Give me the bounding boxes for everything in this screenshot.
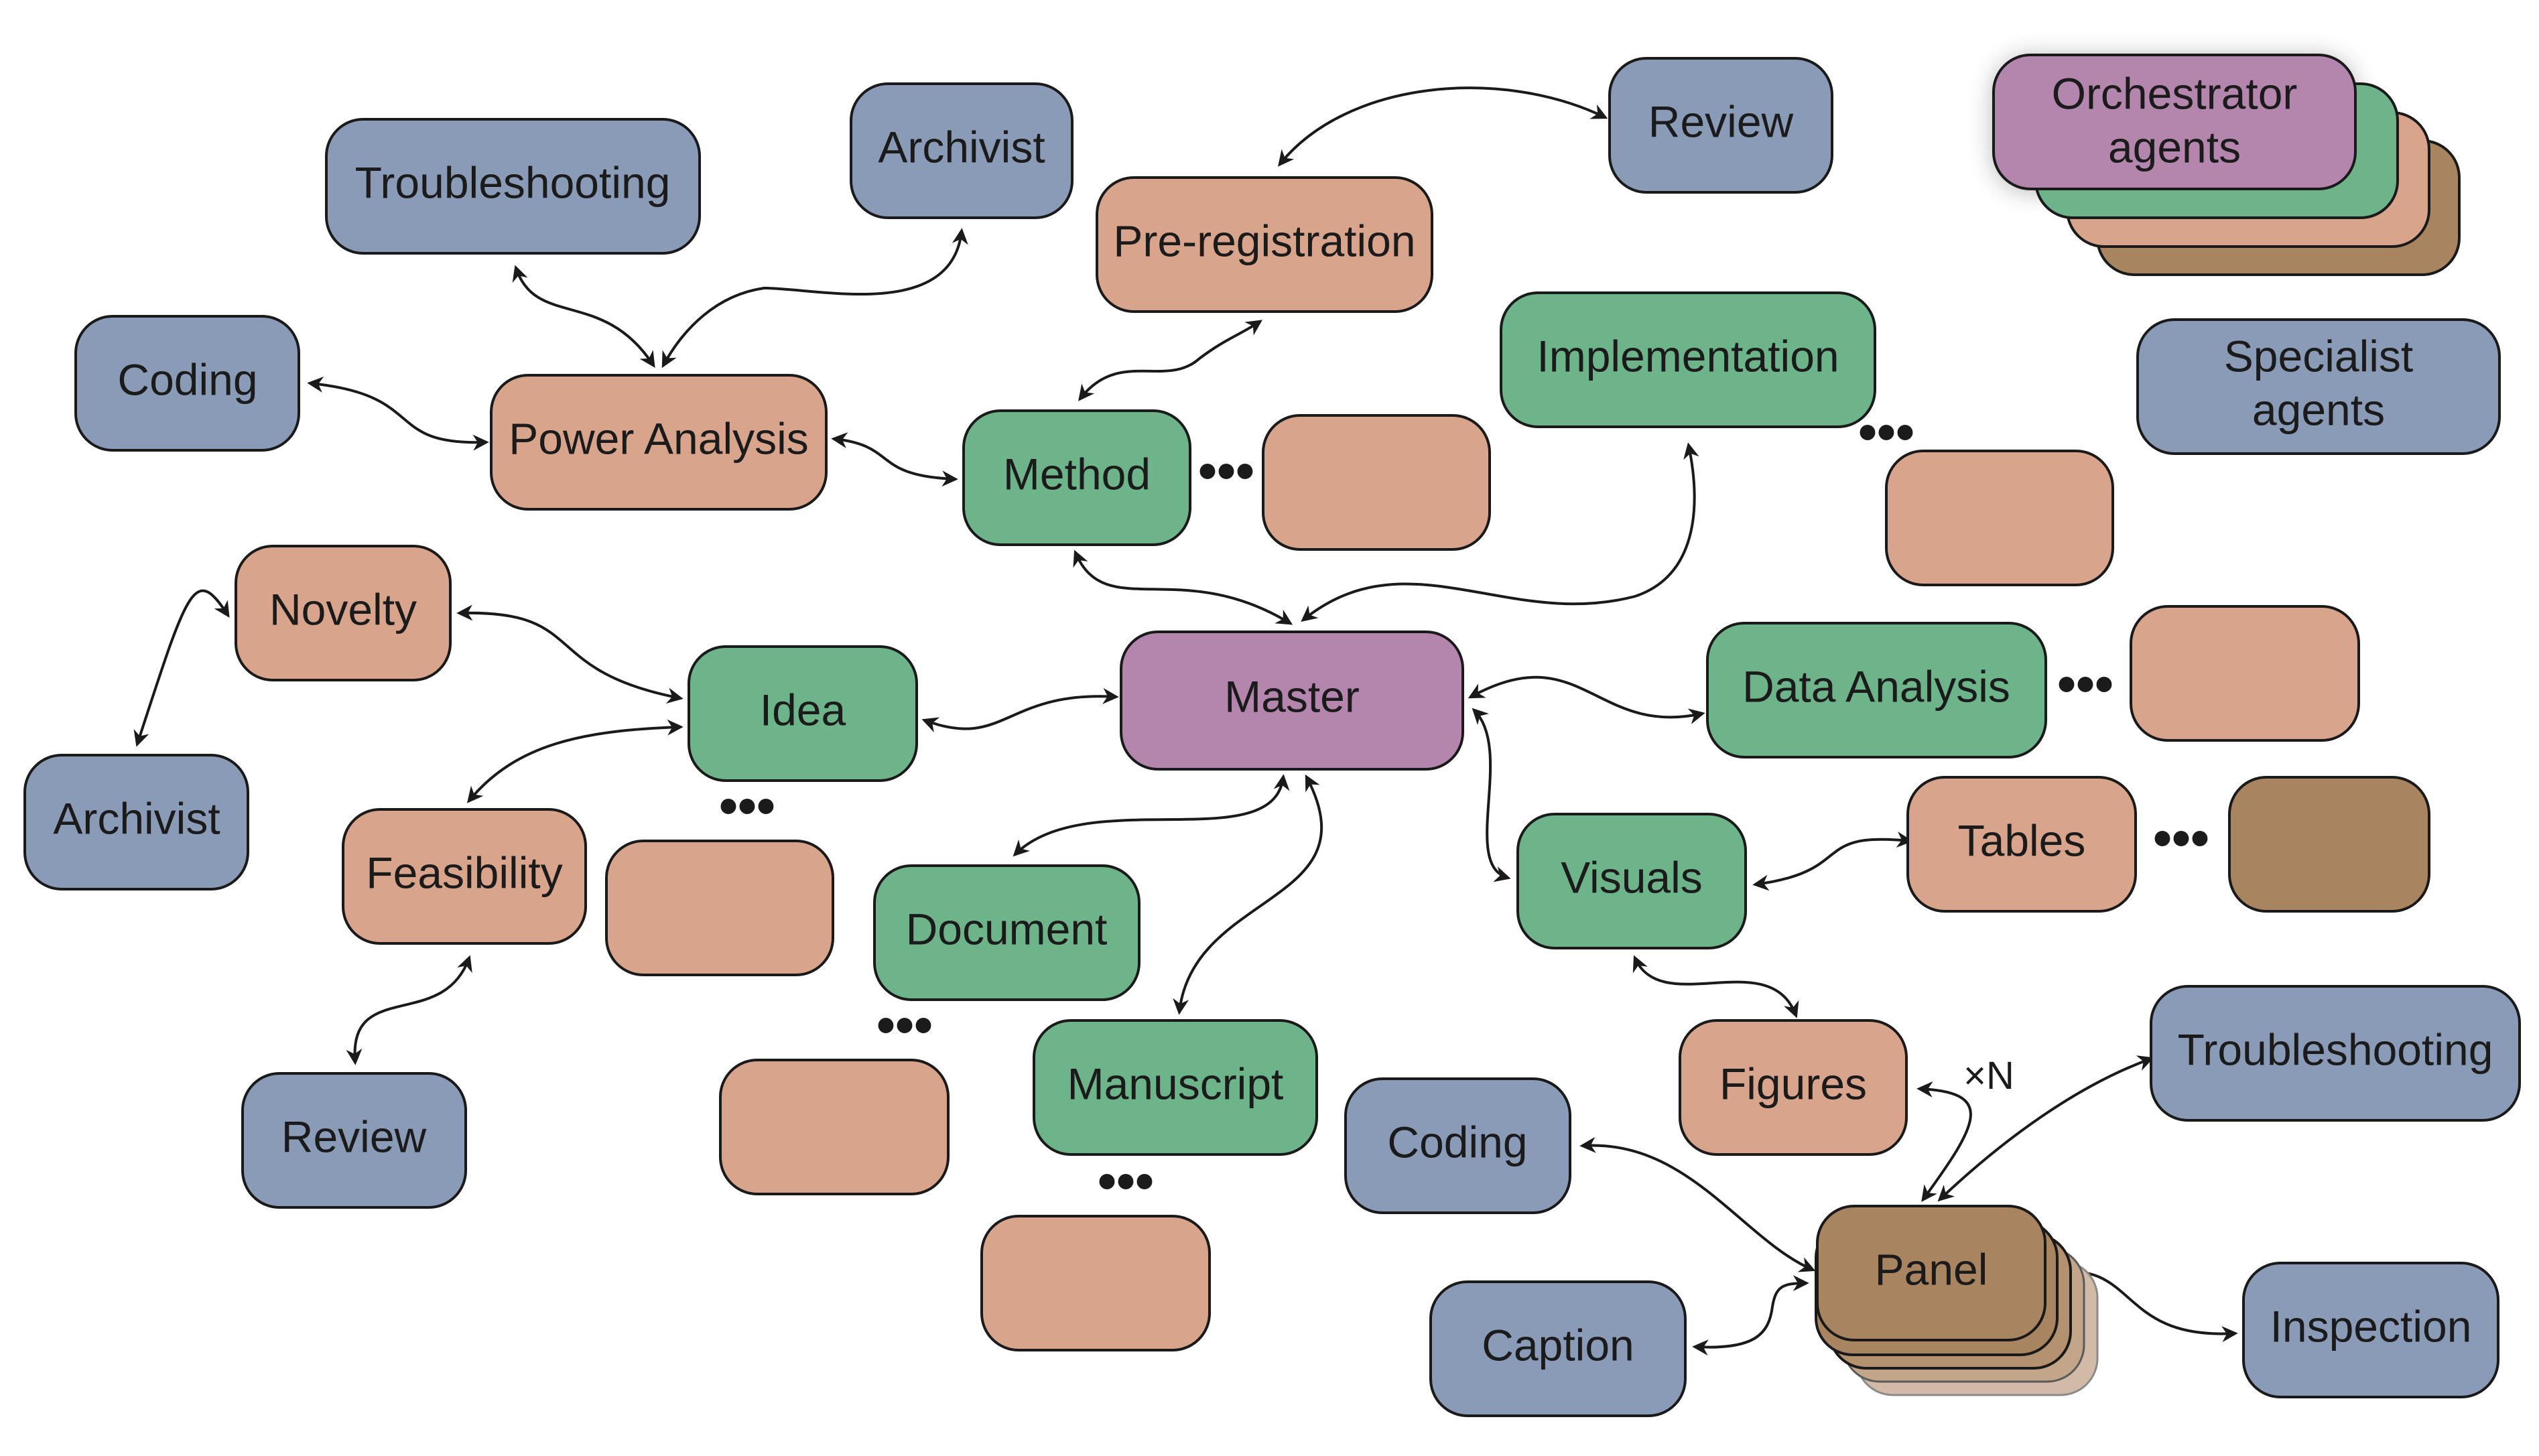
implementation-ellipsis: ••• (1858, 402, 1914, 462)
edge-coding-power (307, 377, 489, 451)
node-implementation: Implementation (1500, 291, 1876, 428)
node-panel-stack: Panel (1815, 1205, 2099, 1396)
svg-text:Archivist: Archivist (878, 122, 1045, 172)
edge-master-manuscript (1173, 774, 1323, 1015)
svg-text:Manuscript: Manuscript (1067, 1059, 1284, 1108)
node-feasibility: Feasibility (342, 808, 587, 945)
svg-text:agents: agents (2108, 122, 2241, 172)
node-archivist-top: Archivist (850, 82, 1073, 219)
edge-archivist-power (661, 228, 968, 369)
svg-text:Coding: Coding (117, 354, 257, 404)
svg-text:Pre-registration: Pre-registration (1113, 216, 1415, 265)
edge-method-prereg (1078, 320, 1262, 401)
edge-method-master (1073, 549, 1293, 625)
svg-text:Visuals: Visuals (1561, 852, 1703, 902)
svg-text:Coding: Coding (1387, 1117, 1527, 1167)
edge-master-dataanalysis (1468, 675, 1705, 724)
edge-troubleshooting-power (512, 265, 655, 369)
tables-ellipsis: ••• (2153, 808, 2209, 868)
node-manuscript-placeholder (980, 1215, 1211, 1351)
edge-novelty-archivist (133, 589, 230, 747)
edges (133, 86, 2238, 1356)
svg-text:Idea: Idea (760, 685, 846, 734)
node-method: Method (962, 409, 1191, 546)
edge-master-document (1013, 774, 1290, 857)
node-review-bottom: Review (241, 1072, 467, 1209)
node-troubleshooting-right: Troubleshooting (2150, 985, 2521, 1122)
edge-power-method (831, 432, 958, 487)
node-data-analysis-placeholder (2130, 605, 2360, 742)
node-coding-bottom: Coding (1344, 1077, 1571, 1214)
svg-text:Power Analysis: Power Analysis (509, 413, 809, 463)
legend-specialist: Specialist agents (2136, 318, 2501, 455)
svg-text:Troubleshooting: Troubleshooting (355, 157, 671, 207)
legend-orchestrator-stack: Orchestrator agents (1992, 54, 2461, 276)
edge-idea-master (921, 687, 1119, 732)
svg-text:Caption: Caption (1482, 1320, 1634, 1370)
node-novelty: Novelty (235, 545, 452, 681)
node-troubleshooting-top: Troubleshooting (325, 118, 701, 255)
svg-text:Novelty: Novelty (269, 584, 417, 634)
svg-text:Feasibility: Feasibility (366, 848, 562, 897)
edge-visuals-figures (1632, 955, 1799, 1018)
node-figures: Figures (1679, 1019, 1908, 1156)
svg-text:Master: Master (1224, 671, 1360, 721)
node-inspection: Inspection (2242, 1262, 2499, 1398)
edge-visuals-tables (1752, 832, 1913, 891)
multiplier-label: ×N (1963, 1054, 2014, 1098)
edge-feasibility-review (346, 955, 472, 1065)
node-idea-placeholder (605, 840, 834, 976)
svg-text:Troubleshooting: Troubleshooting (2178, 1024, 2493, 1074)
node-method-placeholder (1262, 414, 1491, 551)
svg-text:Inspection: Inspection (2270, 1301, 2472, 1351)
idea-ellipsis: ••• (719, 776, 775, 836)
node-caption: Caption (1429, 1280, 1687, 1417)
svg-text:Document: Document (906, 904, 1108, 953)
manuscript-ellipsis: ••• (1098, 1151, 1154, 1211)
node-manuscript: Manuscript (1033, 1019, 1318, 1156)
node-document: Document (873, 864, 1141, 1001)
node-master: Master (1120, 631, 1464, 771)
svg-text:Archivist: Archivist (53, 793, 220, 843)
svg-text:Method: Method (1003, 449, 1151, 499)
node-document-placeholder (719, 1059, 950, 1195)
svg-text:Panel: Panel (1875, 1244, 1988, 1294)
edge-idea-feasibility (466, 719, 683, 803)
svg-text:agents: agents (2252, 385, 2385, 434)
nodes: Troubleshooting Archivist Review Pre-reg… (23, 54, 2521, 1417)
svg-text:Review: Review (281, 1112, 427, 1161)
svg-text:Tables: Tables (1958, 815, 2086, 865)
edge-prereg-review (1277, 86, 1608, 167)
svg-text:Data Analysis: Data Analysis (1742, 661, 2010, 711)
node-archivist-left: Archivist (23, 754, 249, 890)
svg-text:Specialist: Specialist (2224, 331, 2413, 381)
node-visuals: Visuals (1516, 813, 1747, 949)
node-tables: Tables (1906, 776, 2137, 913)
edge-caption-panel (1692, 1275, 1809, 1356)
document-ellipsis: ••• (876, 995, 933, 1055)
edge-troubleshooting-panel (1937, 1055, 2154, 1202)
method-ellipsis: ••• (1198, 441, 1254, 501)
node-implementation-placeholder (1885, 450, 2114, 586)
edge-novelty-idea (456, 604, 683, 704)
node-review-top: Review (1608, 57, 1833, 194)
node-power-analysis: Power Analysis (490, 374, 828, 511)
edge-coding-panel (1579, 1136, 1816, 1272)
svg-text:Orchestrator: Orchestrator (2052, 68, 2298, 118)
edge-master-implementation (1301, 442, 1699, 622)
data-analysis-ellipsis: ••• (2057, 654, 2113, 714)
node-idea: Idea (688, 645, 918, 782)
svg-text:Review: Review (1648, 96, 1794, 146)
node-tables-placeholder (2228, 776, 2430, 913)
edge-master-visuals (1472, 708, 1511, 882)
edge-figures-panel (1916, 1081, 1972, 1202)
node-data-analysis: Data Analysis (1706, 622, 2047, 758)
svg-text:Figures: Figures (1719, 1059, 1867, 1108)
svg-text:Implementation: Implementation (1537, 331, 1839, 381)
node-pre-registration: Pre-registration (1096, 176, 1433, 313)
node-coding-left: Coding (74, 315, 300, 452)
